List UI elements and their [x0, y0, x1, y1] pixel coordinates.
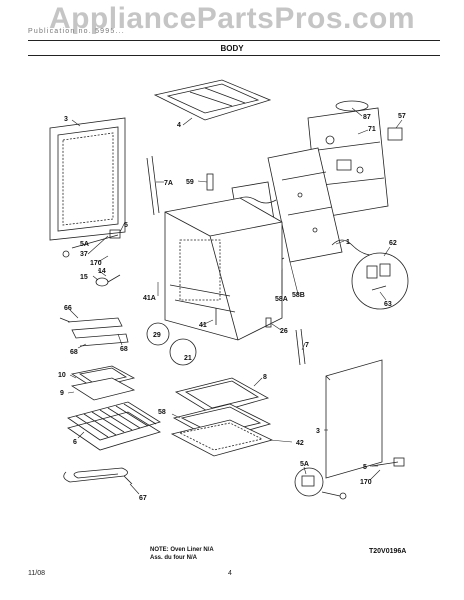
thermostat	[206, 173, 214, 191]
part-label-4: 4	[177, 122, 181, 129]
drawing-code: T20V0196A	[369, 548, 407, 555]
hinge-detail-lower	[294, 467, 347, 500]
part-label-41: 41	[199, 322, 207, 329]
part-label-6: 6	[73, 439, 77, 446]
part-label-67: 67	[139, 495, 147, 502]
header-rule-bottom	[28, 55, 440, 56]
footer-date: 11/08	[28, 570, 45, 577]
part-label-58A: 58A	[275, 296, 288, 303]
bracket-detail-21	[169, 338, 197, 366]
part-label-68-left: 68	[70, 349, 78, 356]
part-label-15: 15	[80, 274, 88, 281]
oven-door-frame	[49, 117, 126, 241]
part-number-labels: 3 4 87 71 57 59 7A 5 5A 37 170 14 15 1 6…	[58, 113, 406, 502]
part-label-58: 58	[158, 409, 166, 416]
main-body-frame	[164, 197, 283, 341]
part-label-62: 62	[389, 240, 397, 247]
broil-element	[59, 317, 129, 347]
note-block: NOTE: Oven Liner N/A Ass. du four N/A	[150, 546, 214, 562]
part-label-14: 14	[98, 268, 106, 275]
note-line-1: NOTE: Oven Liner N/A	[150, 547, 214, 553]
part-label-170-upper: 170	[90, 260, 102, 267]
part-label-5-lower: 5	[363, 464, 367, 471]
bracket-detail-29	[146, 322, 170, 346]
part-label-1: 1	[346, 239, 350, 246]
part-label-58B: 58B	[292, 292, 305, 299]
part-label-7: 7	[305, 342, 309, 349]
part-label-71: 71	[368, 126, 376, 133]
part-label-3-side: 3	[316, 428, 320, 435]
part-label-10: 10	[58, 372, 66, 379]
bake-element	[63, 467, 133, 485]
part-label-68-right: 68	[120, 346, 128, 353]
side-panel-right	[325, 359, 383, 479]
terminal-detail-circle	[351, 252, 409, 310]
leader-lines	[67, 107, 403, 495]
part-label-26: 26	[280, 328, 288, 335]
part-label-42: 42	[296, 440, 304, 447]
section-title: BODY	[220, 44, 244, 53]
top-panel	[153, 79, 272, 121]
hinge-right	[371, 457, 405, 467]
side-bracket-lower	[295, 328, 306, 366]
gasket	[335, 100, 369, 112]
part-label-5-upper: 5	[124, 222, 128, 229]
part-label-3-door: 3	[64, 116, 68, 123]
hinge-left	[62, 229, 121, 258]
oven-light-assembly	[95, 274, 121, 287]
oven-bottom	[174, 377, 270, 415]
watermark: AppliancePartsPros.com	[48, 2, 416, 35]
part-label-41A: 41A	[143, 295, 156, 302]
part-label-170-lower: 170	[360, 479, 372, 486]
part-label-57: 57	[398, 113, 406, 120]
part-label-59: 59	[186, 179, 194, 186]
note-line-2: Ass. du four N/A	[150, 555, 198, 561]
bracket-26	[265, 317, 272, 328]
part-label-87: 87	[363, 114, 371, 121]
part-label-66: 66	[64, 305, 72, 312]
part-label-5A-lower: 5A	[300, 461, 309, 468]
part-label-21: 21	[184, 355, 192, 362]
header-rule-top	[28, 40, 440, 41]
part-label-37: 37	[80, 251, 88, 258]
part-label-63: 63	[384, 301, 392, 308]
terminal-block	[387, 127, 403, 141]
oven-rack	[67, 401, 161, 451]
broil-pan	[70, 365, 136, 401]
part-label-8: 8	[263, 374, 267, 381]
footer-page-number: 4	[228, 570, 232, 577]
part-label-7A: 7A	[164, 180, 173, 187]
side-bracket-upper	[146, 155, 160, 216]
wire-harness	[331, 239, 373, 256]
part-label-5A-upper: 5A	[80, 241, 89, 248]
header-publication-text: Publication no. 5995...	[28, 28, 125, 35]
part-label-29: 29	[153, 332, 161, 339]
rear-inner-panel	[267, 147, 343, 263]
part-label-9: 9	[60, 390, 64, 397]
